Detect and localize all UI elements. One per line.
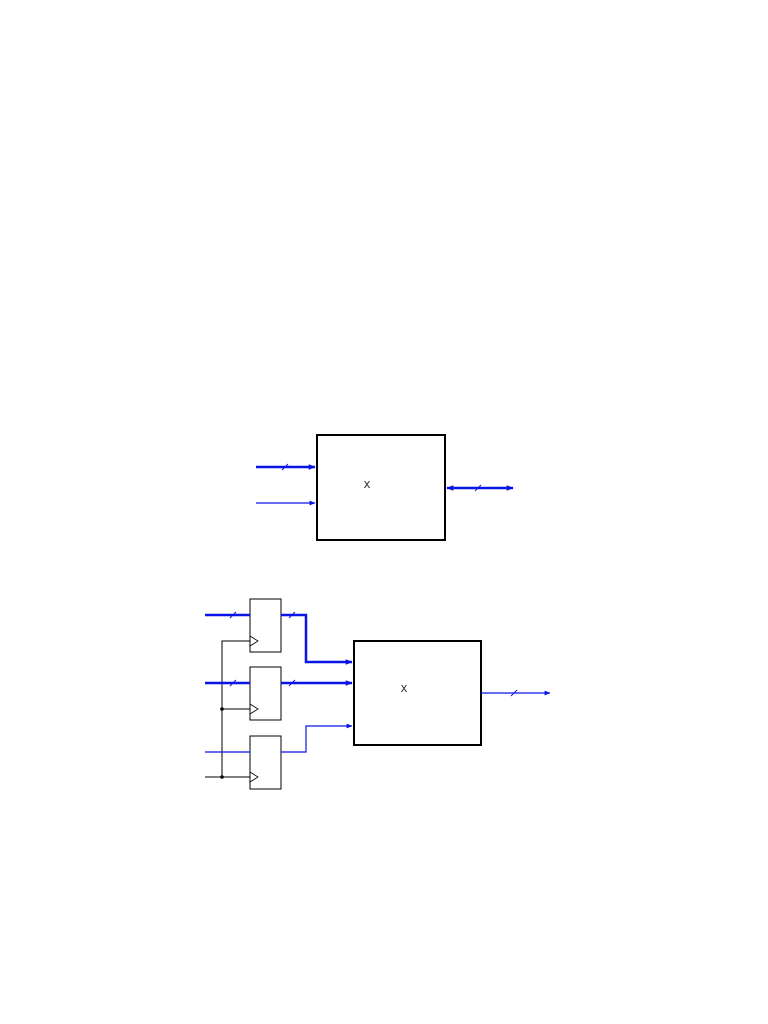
register-3-output bbox=[281, 723, 353, 753]
bottom-bus-output bbox=[481, 689, 551, 697]
bottom-block bbox=[353, 640, 482, 746]
register-body bbox=[249, 735, 282, 790]
clock-junction bbox=[220, 775, 224, 779]
top-diagram: x bbox=[256, 434, 514, 541]
top-bus-input bbox=[256, 463, 316, 471]
register-2 bbox=[205, 666, 353, 721]
top-bidirectional-output bbox=[446, 484, 514, 492]
register-3 bbox=[205, 723, 353, 790]
top-block-label: x bbox=[363, 477, 370, 491]
bus-width-slash bbox=[510, 689, 518, 697]
register-1-output bbox=[281, 613, 353, 665]
bottom-block-label: x bbox=[400, 681, 407, 695]
bus-width-slash bbox=[281, 463, 289, 471]
bus-width-slash bbox=[288, 679, 296, 687]
register-body bbox=[249, 598, 282, 653]
clock-triangle-icon bbox=[249, 703, 259, 715]
clock-junction bbox=[220, 707, 224, 711]
top-block bbox=[316, 434, 446, 541]
bus-width-slash bbox=[474, 484, 482, 492]
clock-triangle-icon bbox=[249, 771, 259, 783]
bus-width-slash bbox=[229, 679, 237, 687]
register-1 bbox=[205, 598, 353, 665]
bus-width-slash bbox=[288, 611, 296, 619]
bus-width-slash bbox=[229, 611, 237, 619]
bottom-diagram: x bbox=[205, 598, 551, 790]
clock-net bbox=[205, 640, 250, 779]
register-body bbox=[249, 666, 282, 721]
clock-triangle-icon bbox=[249, 635, 259, 647]
